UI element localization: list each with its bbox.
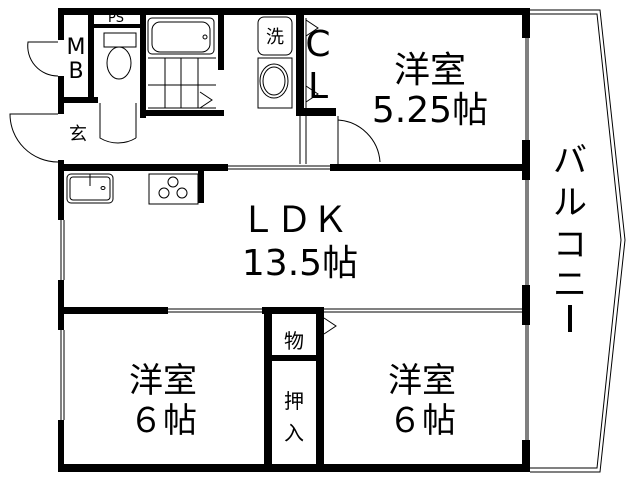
washer-label: 洗 <box>266 27 284 48</box>
mb-label-m: M <box>67 35 86 60</box>
doors <box>9 19 381 335</box>
balcony-label: バ ル コ ニ <box>553 141 587 332</box>
entrance-label: 玄 <box>69 124 87 145</box>
svg-text:ニ: ニ <box>553 265 587 305</box>
svg-text:バ: バ <box>553 141 587 181</box>
closet-label-l: L <box>308 66 328 107</box>
svg-text:ル: ル <box>553 183 587 223</box>
oshiire-label-2: 入 <box>284 421 304 445</box>
toilet-icon <box>103 32 137 80</box>
oshiire-label-1: 押 <box>284 389 304 413</box>
bedroom-right-size: ６帖 <box>388 401 456 441</box>
washbasin-icon <box>257 16 293 109</box>
bedroom-left-size: ６帖 <box>129 401 197 441</box>
windows <box>60 18 529 464</box>
bedroom-top-type: 洋室 <box>394 50 466 91</box>
stove-icon <box>148 173 199 205</box>
bedroom-top-size: 5.25帖 <box>372 90 488 131</box>
kitchen-sink-icon <box>66 173 114 204</box>
ldk-size: 13.5帖 <box>242 243 358 284</box>
closet-label-c: C <box>305 24 330 65</box>
bedroom-right-type: 洋室 <box>388 361 456 401</box>
bedroom-left-type: 洋室 <box>129 361 197 401</box>
bathtub-icon <box>147 17 216 109</box>
svg-text:コ: コ <box>553 225 587 265</box>
balcony-outline <box>530 9 626 473</box>
ps-label: PS <box>108 11 124 26</box>
mb-label-b: B <box>68 59 83 84</box>
storage-mono-label: 物 <box>284 329 304 353</box>
ldk-type: ＬＤＫ <box>240 200 348 241</box>
